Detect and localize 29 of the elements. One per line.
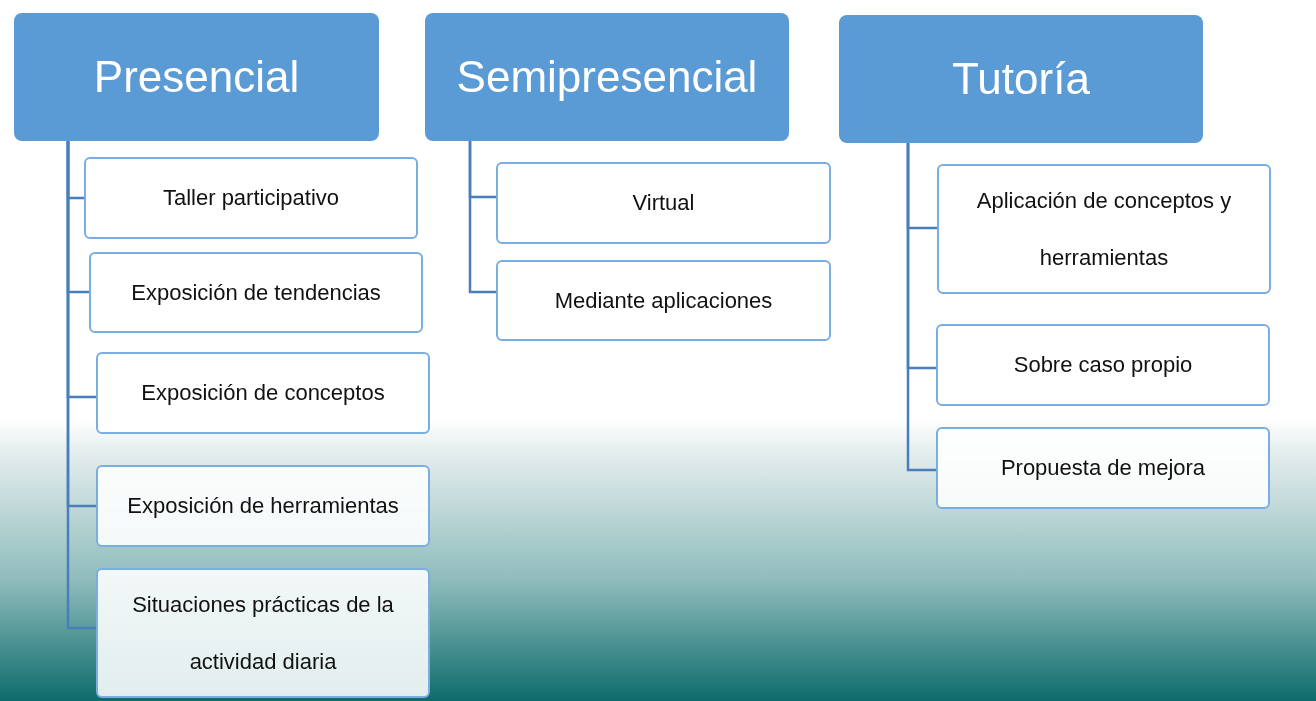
item-box (89, 252, 423, 333)
item-text: Situaciones prácticas de la actividad diaria (131, 590, 395, 676)
item-text: Virtual (632, 189, 695, 218)
item-text: Sobre caso propio (1013, 351, 1193, 380)
item-box (936, 324, 1270, 406)
item-box (84, 157, 418, 239)
header-box (839, 15, 1203, 143)
header-text: Tutoría (952, 54, 1090, 104)
header-box (14, 13, 379, 141)
item-box (496, 260, 831, 341)
item-text: Taller participativo (162, 184, 340, 213)
item-text: Aplicación de conceptos y herramientas (975, 186, 1233, 272)
item-text: Propuesta de mejora (1000, 454, 1206, 483)
item-text: Exposición de tendencias (131, 278, 381, 307)
item-box (937, 164, 1271, 294)
connector-line (66, 141, 96, 630)
item-box (936, 427, 1270, 509)
item-box (96, 352, 430, 434)
item-box (96, 465, 430, 547)
item-box (496, 162, 831, 244)
header-box (425, 13, 789, 141)
item-text: Exposición de herramientas (127, 492, 399, 521)
item-text: Exposición de conceptos (141, 379, 385, 408)
item-text: Mediante aplicaciones (554, 286, 773, 315)
item-box (96, 568, 430, 698)
header-text: Presencial (93, 52, 300, 102)
connector-line (468, 141, 496, 294)
connector-line (906, 143, 936, 472)
header-text: Semipresencial (456, 52, 758, 102)
